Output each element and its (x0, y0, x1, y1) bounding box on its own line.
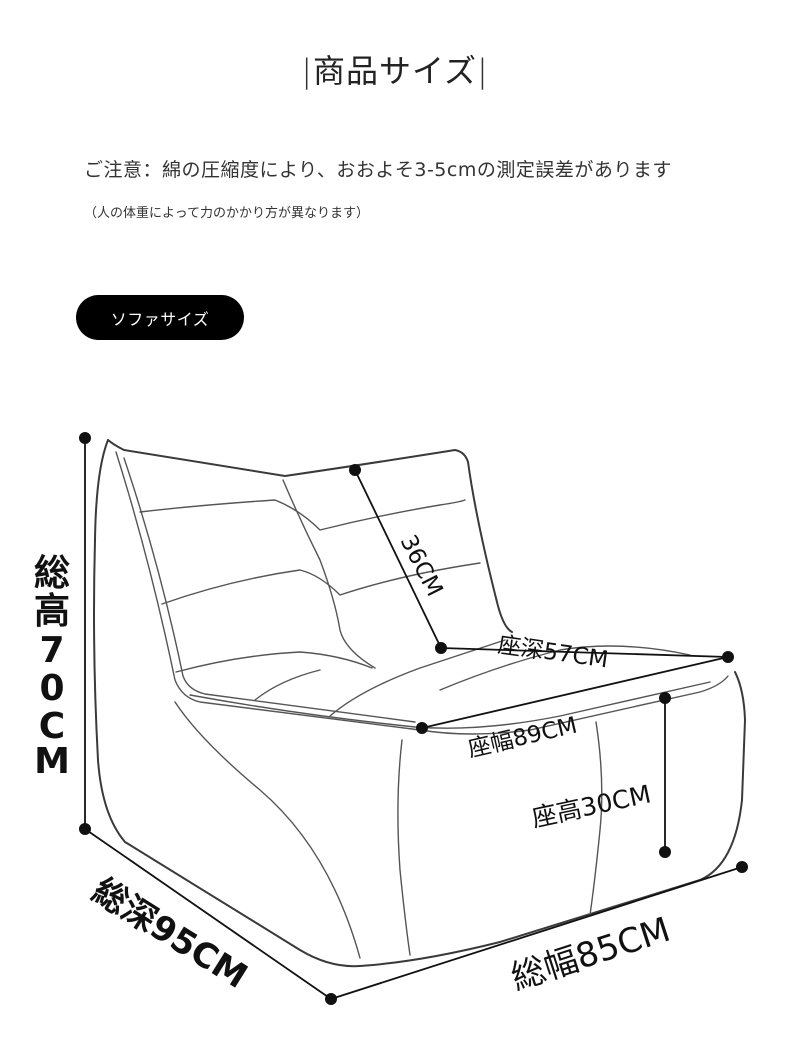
total-depth-line (84, 828, 332, 1000)
back-seam-3 (175, 651, 373, 673)
back-height-label: 36CM (395, 531, 448, 601)
total-depth-label: 総深95CM (85, 871, 254, 997)
total-height-char-2: 高 (34, 591, 70, 632)
total-width-label: 総幅85CM (506, 910, 675, 999)
backrest-piping (115, 451, 729, 735)
back-height-line (354, 469, 442, 649)
section-pill-label: ソファサイズ (110, 309, 210, 329)
seat-seam-3 (439, 645, 691, 691)
title-bar-left: | (301, 52, 313, 90)
seat-depth-label: 座深57CM (496, 632, 610, 673)
dim-point-seat-right (722, 651, 734, 663)
dim-point-seat-height-bottom (659, 846, 671, 858)
backrest-inner-edge (123, 457, 416, 723)
sofa-body-outline (93, 439, 746, 968)
total-height-char-5: C (39, 706, 65, 747)
body-side-seam (589, 721, 603, 916)
page-title: |商品サイズ| (0, 46, 790, 92)
total-height-char-1: 総 (34, 553, 70, 594)
title-text: 商品サイズ (312, 52, 478, 90)
seat-width-line (421, 656, 729, 729)
seat-seam-2 (329, 639, 506, 717)
dim-point-bottom-right (736, 861, 748, 873)
back-cushion-left (282, 479, 376, 669)
backrest-outer (107, 439, 513, 633)
seat-width-label: 座幅89CM (466, 713, 580, 763)
dim-point-seat-front (416, 722, 428, 734)
sofa-illustration (93, 439, 746, 968)
total-width-line (330, 866, 743, 1000)
total-height-char-4: 0 (39, 668, 64, 709)
dimension-lines (79, 432, 748, 1005)
seat-depth-line (440, 647, 729, 658)
dim-point-seat-height-top (659, 692, 671, 704)
seat-height-label: 座高30CM (529, 779, 653, 832)
back-seam-1 (139, 499, 466, 531)
section-pill-sofa-size: ソファサイズ (76, 295, 244, 340)
dim-point-top-left (79, 432, 91, 444)
measurement-subnote: （人の体重によって力のかかり方が異なります） (84, 206, 369, 221)
dimension-labels: 総 高 7 0 C M 36CM 座深57CM 座幅89CM 座高30CM 総深… (34, 531, 675, 999)
dim-point-bottom-front (325, 993, 337, 1005)
body-front-seam (397, 739, 411, 956)
total-height-char-3: 7 (39, 630, 64, 671)
seat-seam-1 (254, 669, 321, 701)
title-bar-right: | (477, 52, 489, 90)
measurement-notice: ご注意：綿の圧縮度により、おおよそ3-5cmの測定誤差があります (84, 159, 672, 181)
back-seam-2 (161, 562, 481, 605)
total-height-char-6: M (34, 741, 70, 782)
dim-point-bottom-left (79, 823, 91, 835)
seat-front-edge (189, 681, 711, 729)
dim-point-back-bottom (435, 642, 447, 654)
body-left-inner (174, 701, 361, 959)
dim-point-back-top (349, 464, 361, 476)
